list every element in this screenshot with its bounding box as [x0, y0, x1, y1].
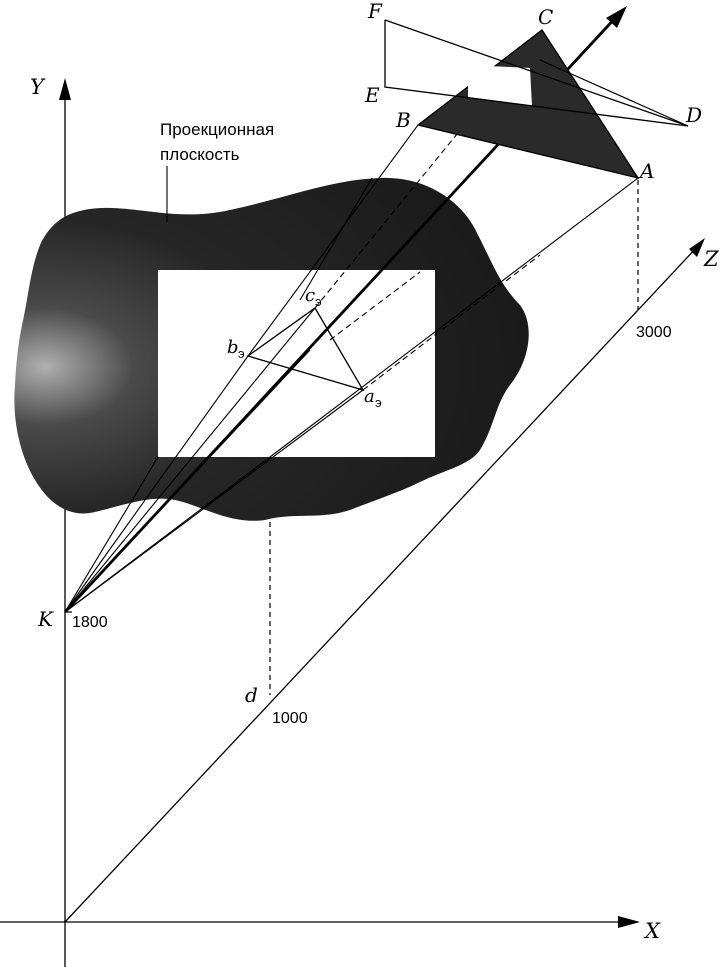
point-label-a: A — [638, 159, 654, 183]
plane-caption-line1: Проекционная — [160, 120, 274, 139]
projected-triangle — [246, 307, 365, 392]
y-axis-label: Y — [30, 75, 46, 99]
point-label-d: D — [685, 103, 702, 127]
z-axis-arrow — [689, 238, 705, 257]
svg-text:э: э — [375, 395, 382, 410]
object-rays — [247, 124, 639, 458]
svg-text:э: э — [238, 346, 245, 361]
object-cutout — [468, 65, 532, 106]
object-quad — [384, 19, 689, 127]
point-label-b: B — [395, 108, 411, 132]
z-axis — [64, 245, 699, 923]
z-axis-label: Z — [703, 247, 719, 271]
object-rays-dashed — [314, 29, 543, 391]
object-edge-cd — [539, 59, 689, 127]
point-label-k: K — [37, 607, 54, 631]
point-label-d-small: d — [245, 683, 258, 707]
svg-text:b: b — [227, 337, 239, 358]
x-axis-label: X — [643, 919, 661, 943]
tick-label-3000: 3000 — [636, 324, 672, 341]
y-axis-arrow — [59, 78, 71, 100]
x-axis-arrow — [618, 916, 640, 928]
projection-label-a: a э — [364, 386, 382, 410]
point-label-e: E — [364, 83, 380, 107]
svg-text:c: c — [305, 285, 315, 306]
projection-label-c: c э — [305, 285, 322, 309]
view-direction-arrow — [606, 6, 627, 28]
point-label-f: F — [367, 0, 383, 23]
svg-text:э: э — [315, 294, 322, 309]
svg-text:a: a — [364, 386, 375, 407]
projection-label-b: b э — [227, 337, 245, 361]
tick-label-1800: 1800 — [72, 614, 108, 631]
projection-rays — [64, 307, 364, 613]
projection-plane — [14, 177, 529, 521]
point-label-c: C — [538, 5, 553, 29]
tick-label-1000: 1000 — [272, 710, 308, 727]
plane-caption-line2: плоскость — [160, 145, 240, 164]
